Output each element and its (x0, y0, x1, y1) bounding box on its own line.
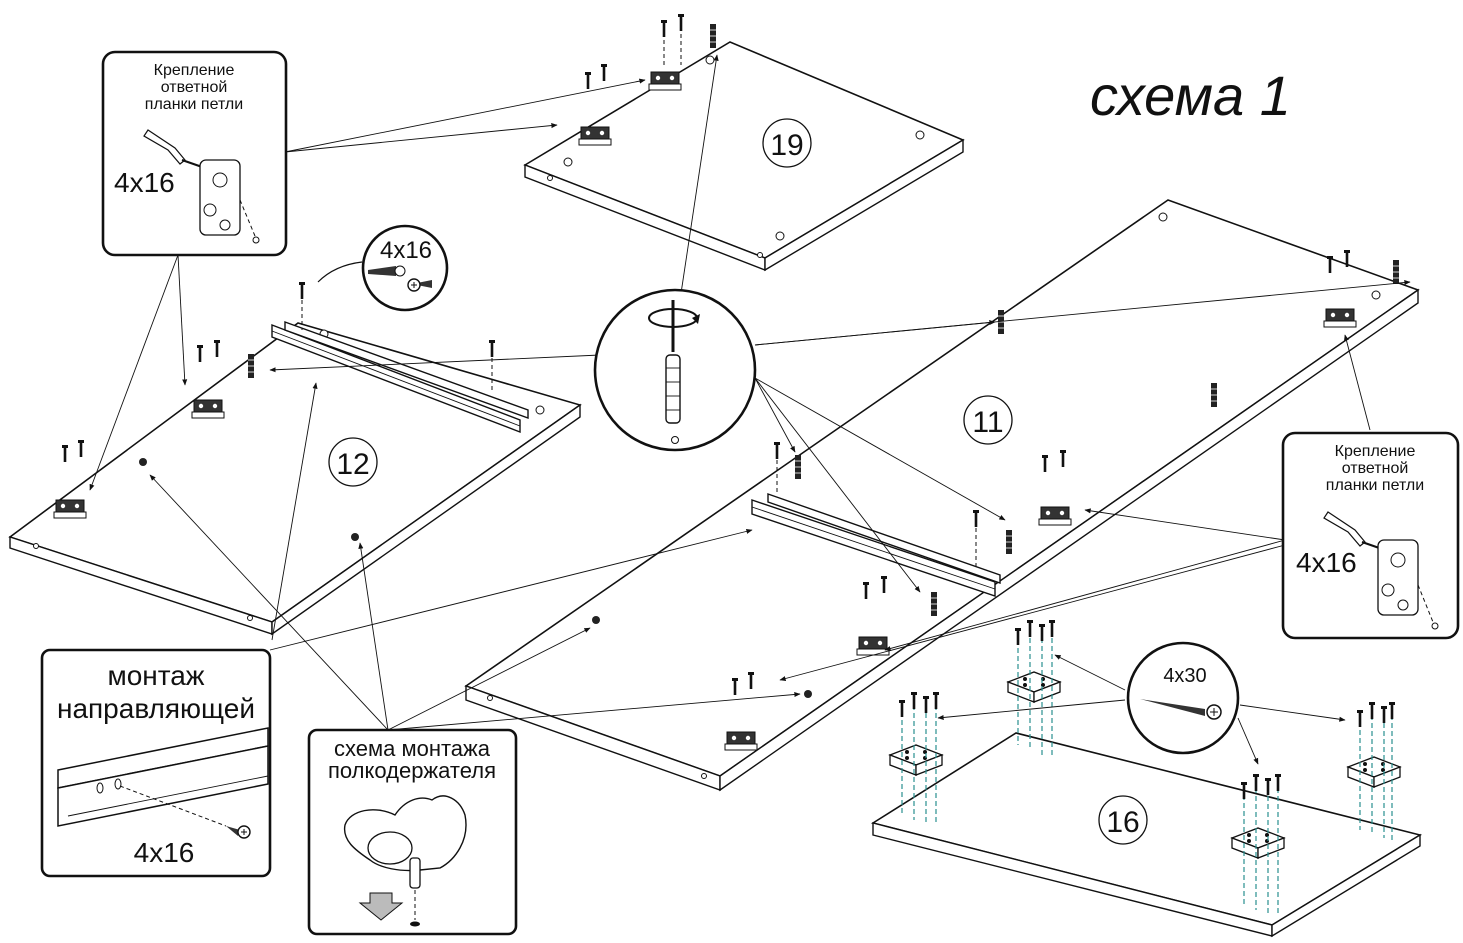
panel-19-label: 19 (770, 129, 803, 162)
callout-rail-line1: монтаж (107, 660, 204, 691)
callout-rail-mounting: монтаж направляющей 4х16 (40, 648, 272, 878)
leader-lines (89, 54, 1411, 765)
callout-shelf-line2: полкодержателя (328, 758, 496, 783)
callout-hinge-right-screw: 4х16 (1296, 547, 1357, 578)
callout-hinge-left-line1: Крепление (154, 62, 235, 79)
arrow-down-icon (358, 892, 404, 921)
diagram-title: схема 1 (1090, 64, 1291, 127)
panel-11: 11 (464, 199, 1420, 792)
callout-hinge-left-line2: ответной (161, 79, 228, 96)
callout-shelf-holder: схема монтажа полкодержателя (307, 728, 518, 936)
callout-screw-4x16: 4х16 (317, 224, 449, 312)
hand-icon (343, 795, 467, 872)
shelf-pin-icon (409, 857, 421, 889)
callout-hinge-right-line1: Крепление (1335, 443, 1416, 460)
callout-hinge-mount-right: Крепление ответной планки петли 4х16 (1281, 431, 1460, 640)
callout-rail-line2: направляющей (57, 693, 255, 724)
hinge-plate-icon (199, 159, 260, 244)
callout-screw-feet-label: 4х30 (1163, 665, 1206, 687)
panel-11-label: 11 (972, 406, 1003, 439)
panel-19: 19 (523, 14, 965, 272)
panel-12: 12 (8, 282, 582, 636)
panel-16: 16 (870, 620, 1423, 938)
rail-icon (57, 727, 269, 827)
screw-icon (1140, 699, 1222, 720)
screw-icon (226, 825, 251, 839)
panel-12-label: 12 (336, 448, 369, 481)
callout-screw-top-label: 4х16 (380, 237, 432, 264)
callout-shelf-line1: схема монтажа (334, 736, 491, 761)
screw-icon (368, 265, 432, 292)
callout-hinge-mount-left: Крепление ответной планки петли 4х16 (101, 50, 288, 257)
callout-hinge-left-line3: планки петли (145, 96, 243, 113)
panel-16-label: 16 (1106, 806, 1139, 839)
callout-hinge-right-line3: планки петли (1326, 477, 1424, 494)
callout-dowel-detail (593, 288, 757, 452)
callout-hinge-right-line2: ответной (1342, 460, 1409, 477)
dowel-icon (665, 354, 681, 424)
callout-screw-4x30: 4х30 (1126, 641, 1240, 755)
callout-rail-screw: 4х16 (134, 837, 195, 868)
hinge-plate-icon (1377, 539, 1439, 630)
callout-hinge-left-screw: 4х16 (114, 167, 175, 198)
